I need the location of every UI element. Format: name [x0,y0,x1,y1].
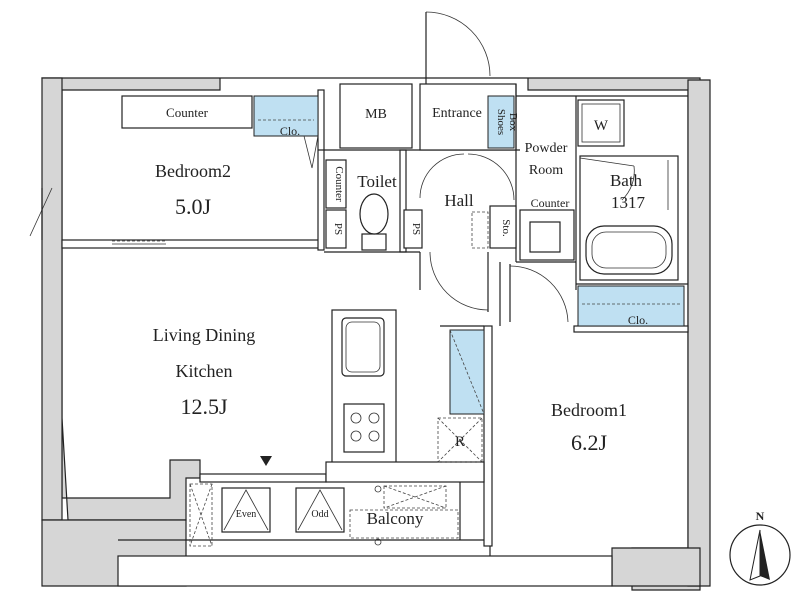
closets [253,95,685,415]
powder-room-label-line2: Room [529,163,563,178]
counter-toilet-label: Counter [333,166,345,202]
hall-label: Hall [444,191,474,210]
outer-walls [41,77,711,591]
ac-odd-label: Odd [311,509,328,520]
bedroom2-label: Bedroom2 [155,161,231,181]
storage-label: Sto. [500,219,512,237]
ldk-label-line1: Living Dining [153,325,256,345]
washer-label: W [594,118,609,134]
fixtures [121,95,673,547]
ps-right-label: PS [410,223,422,235]
bedroom2-size-label: 5.0J [175,194,212,219]
toilet-label: Toilet [357,172,397,191]
refrigerator-label: R [455,434,465,450]
bedroom1-label: Bedroom1 [551,400,627,420]
powder-room-label-line1: Powder [525,141,568,156]
ldk-label-line2: Kitchen [176,361,233,381]
bedroom1-size-label: 6.2J [571,430,608,455]
closet-bedroom2-label: Clo. [280,124,300,138]
shoes-box-label-line1: Shoes [495,109,507,135]
bath-label: Bath [610,171,643,190]
balcony-label: Balcony [367,509,424,528]
closet-bedroom1-label: Clo. [628,313,648,327]
counter-bedroom2-label: Counter [166,105,209,120]
ldk-size-label: 12.5J [180,394,228,419]
room-labels: Counter Clo. MB Entrance Shoes Box W Pow… [153,105,765,528]
north-label: N [756,509,765,523]
compass [729,524,791,586]
counter-powder-label: Counter [531,196,570,210]
entrance-label: Entrance [432,106,482,121]
mb-label: MB [365,107,387,122]
shoes-box-label-line2: Box [507,113,519,132]
bath-size-label: 1317 [611,193,646,212]
ps-left-label: PS [332,223,344,235]
doors [29,11,635,466]
ac-even-label: Even [236,509,257,520]
